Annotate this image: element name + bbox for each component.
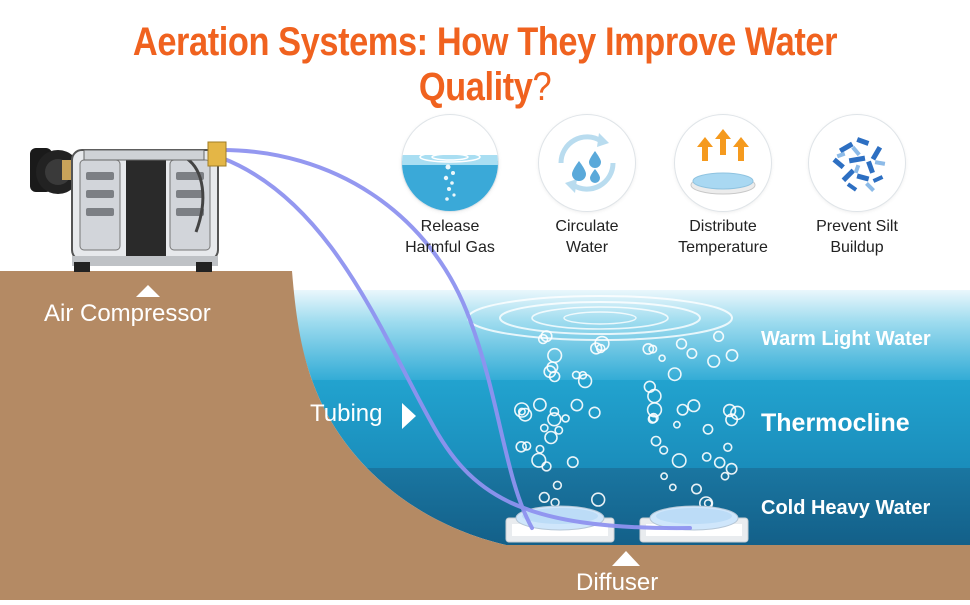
warm-layer-label: Warm Light Water	[761, 328, 931, 350]
bubble	[712, 330, 725, 343]
benefit-label-line1: Circulate	[555, 218, 619, 235]
water-body	[292, 290, 970, 545]
bubble	[538, 491, 550, 504]
bubble	[589, 342, 603, 355]
distribute-temperature-icon	[675, 115, 771, 211]
bubble	[543, 365, 557, 379]
bubble	[531, 452, 547, 468]
bubble	[675, 338, 688, 350]
bubble	[518, 407, 533, 422]
bubble	[552, 480, 563, 490]
bubble	[515, 440, 528, 453]
bubble	[590, 492, 606, 507]
cold-layer-label: Cold Heavy Water	[761, 497, 931, 519]
diffuser-right	[639, 505, 749, 543]
bubble	[707, 354, 721, 368]
benefit-label-line1: Release	[420, 218, 480, 235]
bubble	[533, 397, 547, 412]
tubing-label: Tubing	[310, 400, 383, 427]
benefit-label-line2: Temperature	[678, 239, 768, 256]
bubble	[539, 423, 549, 433]
bubble	[667, 367, 682, 382]
bubble	[643, 380, 656, 393]
title-text: Aeration Systems: How They Improve Water…	[132, 20, 838, 109]
silt-particles-icon	[809, 115, 905, 211]
benefit-label-line1: Distribute	[689, 218, 757, 235]
bubble	[577, 373, 593, 389]
bubble	[730, 405, 745, 421]
bubble	[647, 414, 658, 424]
bubble	[570, 398, 584, 412]
benefit-label-line2: Harmful Gas	[405, 239, 495, 256]
bubble	[725, 348, 739, 362]
bubble	[554, 425, 564, 435]
bubble	[673, 420, 681, 429]
circulate-water-icon	[539, 115, 635, 211]
bubble	[658, 354, 666, 363]
bubble	[659, 445, 669, 455]
bubble	[671, 453, 687, 469]
bubble	[690, 483, 702, 495]
bubble	[540, 330, 553, 343]
bubble	[701, 451, 712, 462]
bubble	[549, 406, 560, 417]
bubble	[561, 414, 570, 423]
benefit-label-line1: Prevent Silt	[816, 218, 898, 235]
bubble	[648, 412, 659, 424]
compressor-pointer-icon	[136, 285, 160, 297]
bubble	[642, 342, 655, 355]
page-title: Aeration Systems: How They Improve Water…	[68, 20, 902, 110]
bubble	[720, 471, 730, 481]
bubble	[702, 423, 714, 435]
bubble	[648, 344, 658, 354]
air-compressor-label: Air Compressor	[44, 300, 211, 327]
bubble	[547, 412, 562, 427]
benefit-label-line2: Buildup	[830, 239, 884, 256]
ground	[0, 271, 970, 600]
bubble	[686, 347, 698, 359]
bubble	[566, 456, 579, 469]
bubble	[595, 343, 606, 354]
tubing-pointer-icon	[402, 403, 416, 429]
gas-release-icon	[402, 115, 498, 211]
diffuser-pointer-icon	[612, 551, 640, 566]
bubble	[722, 403, 737, 418]
bubble	[646, 402, 663, 418]
thermocline-label: Thermocline	[761, 409, 910, 437]
bubble	[687, 399, 701, 413]
bubble	[660, 472, 668, 481]
bubble	[517, 407, 526, 416]
air-tubing	[220, 148, 692, 531]
bubble	[723, 442, 733, 452]
bubble	[544, 430, 558, 445]
bubble	[594, 335, 610, 352]
bubble	[650, 435, 662, 447]
title-mark: ?	[532, 65, 552, 109]
bubble	[725, 462, 738, 475]
diffuser-label: Diffuser	[576, 569, 659, 596]
bubble	[537, 333, 549, 345]
warm-layer	[292, 290, 970, 380]
benefit-label-line2: Water	[565, 239, 609, 256]
bubble	[668, 483, 677, 492]
air-compressor	[30, 141, 227, 272]
bubble	[676, 403, 689, 416]
bubble	[588, 406, 601, 419]
bubble	[521, 441, 532, 451]
bubble	[713, 456, 726, 469]
